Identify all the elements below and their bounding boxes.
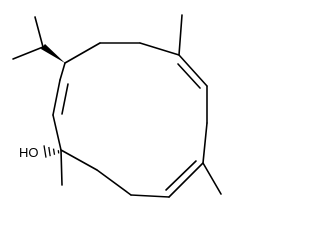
isopropyl-bond-methyl-left (12, 46, 44, 60)
bond-c8-c9 (130, 194, 170, 198)
methyl-bond-c11 (60, 149, 63, 186)
wedge-bond-isopropyl (41, 44, 65, 63)
isopropyl-bond-methyl-up (34, 16, 44, 48)
hash-line (48, 146, 51, 157)
hashed-wedge-oh (43, 145, 60, 158)
ring-bonds (52, 42, 208, 198)
substituent-bonds (60, 14, 222, 195)
methyl-bond-c4 (178, 14, 183, 56)
bond-c4-c5-inner (177, 63, 201, 89)
isopropyl-group (12, 16, 65, 63)
bond-c9-c10 (96, 169, 132, 196)
bond-c7-c8 (168, 162, 204, 198)
bond-c12-c13-inner (61, 83, 69, 115)
bond-c12-c13 (52, 79, 61, 116)
molecule-structure: HO (12, 14, 222, 198)
bond-c7-c8-inner (165, 160, 197, 191)
bond-c13-c1 (59, 62, 66, 81)
bond-c6-c7 (202, 122, 208, 164)
hash-line (52, 148, 56, 155)
bond-c3-c4 (139, 42, 180, 56)
bond-c1-c2 (64, 42, 101, 64)
bond-c11-c12 (52, 114, 62, 151)
hydroxyl-label: HO (19, 145, 39, 160)
bond-c4-c5 (178, 54, 208, 87)
hash-line (43, 145, 47, 158)
methyl-bond-c7 (202, 162, 222, 195)
bond-c10-c11 (60, 149, 98, 171)
